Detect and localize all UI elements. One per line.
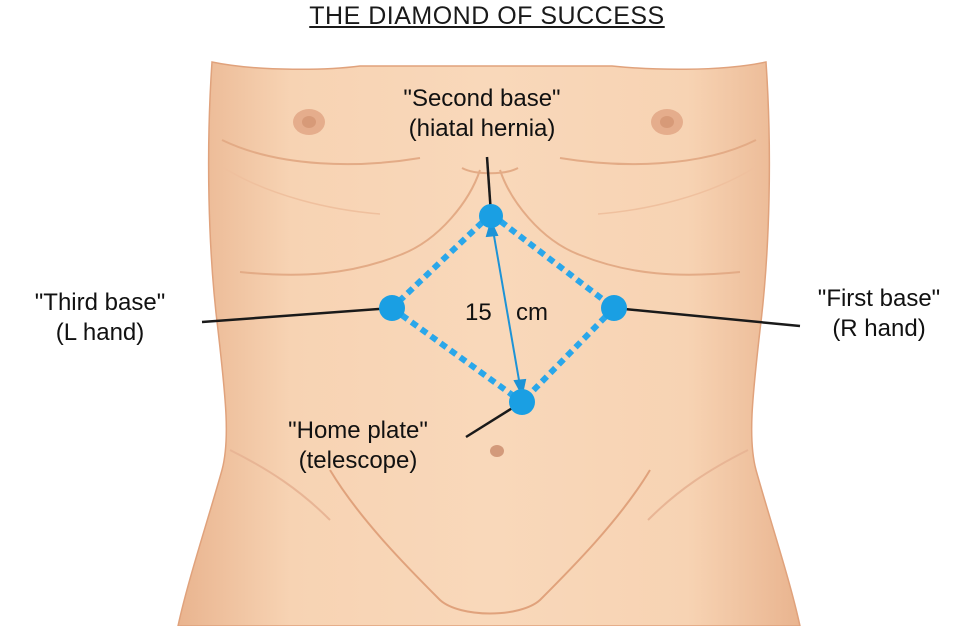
label-home-plate-role: (telescope)	[248, 446, 468, 476]
port-home-plate	[509, 389, 535, 415]
label-third-base-name: "Third base"	[0, 288, 200, 318]
label-first-base: "First base" (R hand)	[784, 284, 974, 344]
label-second-base-role: (hiatal hernia)	[362, 114, 602, 144]
measurement-unit: cm	[516, 299, 548, 327]
label-second-base: "Second base" (hiatal hernia)	[362, 84, 602, 144]
label-home-plate-name: "Home plate"	[248, 416, 468, 446]
label-third-base: "Third base" (L hand)	[0, 288, 200, 348]
label-first-base-role: (R hand)	[784, 314, 974, 344]
label-second-base-name: "Second base"	[362, 84, 602, 114]
label-third-base-role: (L hand)	[0, 318, 200, 348]
umbilicus	[490, 445, 504, 457]
label-home-plate: "Home plate" (telescope)	[248, 416, 468, 476]
port-third-base	[379, 295, 405, 321]
nipple-left	[293, 109, 325, 135]
measurement-value: 15	[465, 299, 492, 327]
nipple-right	[651, 109, 683, 135]
label-first-base-name: "First base"	[784, 284, 974, 314]
port-first-base	[601, 295, 627, 321]
torso-body	[178, 62, 800, 626]
port-second-base	[479, 204, 503, 228]
